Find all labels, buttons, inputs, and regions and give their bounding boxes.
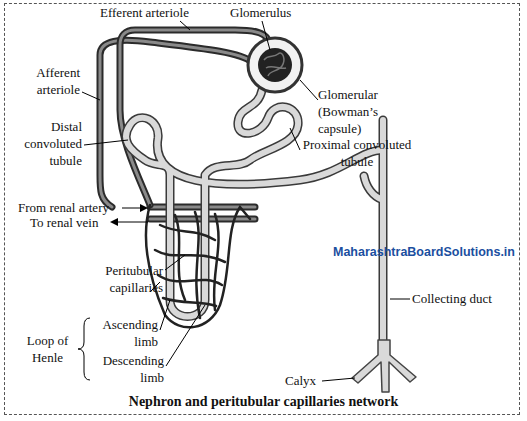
capillary (158, 275, 222, 285)
part-label: Loop of Henle (20, 332, 75, 366)
capillary (195, 212, 200, 318)
part-label: Efferent arteriole (100, 4, 220, 21)
leader-line (160, 300, 170, 330)
capillary (163, 298, 216, 306)
part-label: Distal convoluted tubule (10, 118, 82, 169)
part-label: Afferent arteriole (18, 64, 80, 98)
leader-line (180, 21, 190, 30)
part-label: Calyx (285, 372, 345, 389)
capillary (155, 250, 225, 262)
leader-lines (78, 21, 410, 381)
part-label: From renal artery (18, 199, 133, 216)
bowmans-capsule (248, 38, 302, 92)
leader-line (390, 299, 410, 300)
leader-line (300, 80, 318, 100)
part-label: Ascending limb (92, 316, 158, 350)
leader-line (290, 128, 300, 150)
calyx-shape (352, 340, 416, 392)
part-label: Proximal convoluted tubule (292, 136, 422, 170)
leader-line (166, 305, 205, 366)
part-label: Peritubular capillaries (88, 262, 163, 296)
leader-line (84, 140, 128, 145)
glomerulus-loops (264, 53, 286, 76)
part-label: Glomerulus (230, 4, 320, 21)
leader-line (262, 21, 270, 50)
leader-line (322, 378, 355, 381)
capillary (160, 225, 215, 240)
figure-caption: Nephron and peritubular capillaries netw… (6, 394, 521, 410)
part-label: Glomerular (Bowman’s capsule) (318, 86, 390, 137)
part-label: Descending limb (92, 352, 164, 386)
arrow-head (110, 204, 148, 226)
tubule (126, 90, 416, 392)
capillary (175, 215, 185, 300)
part-label: Collecting duct (412, 290, 522, 307)
glomerulus-tuft (258, 48, 292, 82)
brace (78, 318, 90, 380)
watermark: MaharashtraBoardSolutions.in (333, 245, 523, 259)
part-label: To renal vein (30, 214, 130, 231)
leader-line (82, 92, 100, 100)
capillary (214, 214, 219, 310)
